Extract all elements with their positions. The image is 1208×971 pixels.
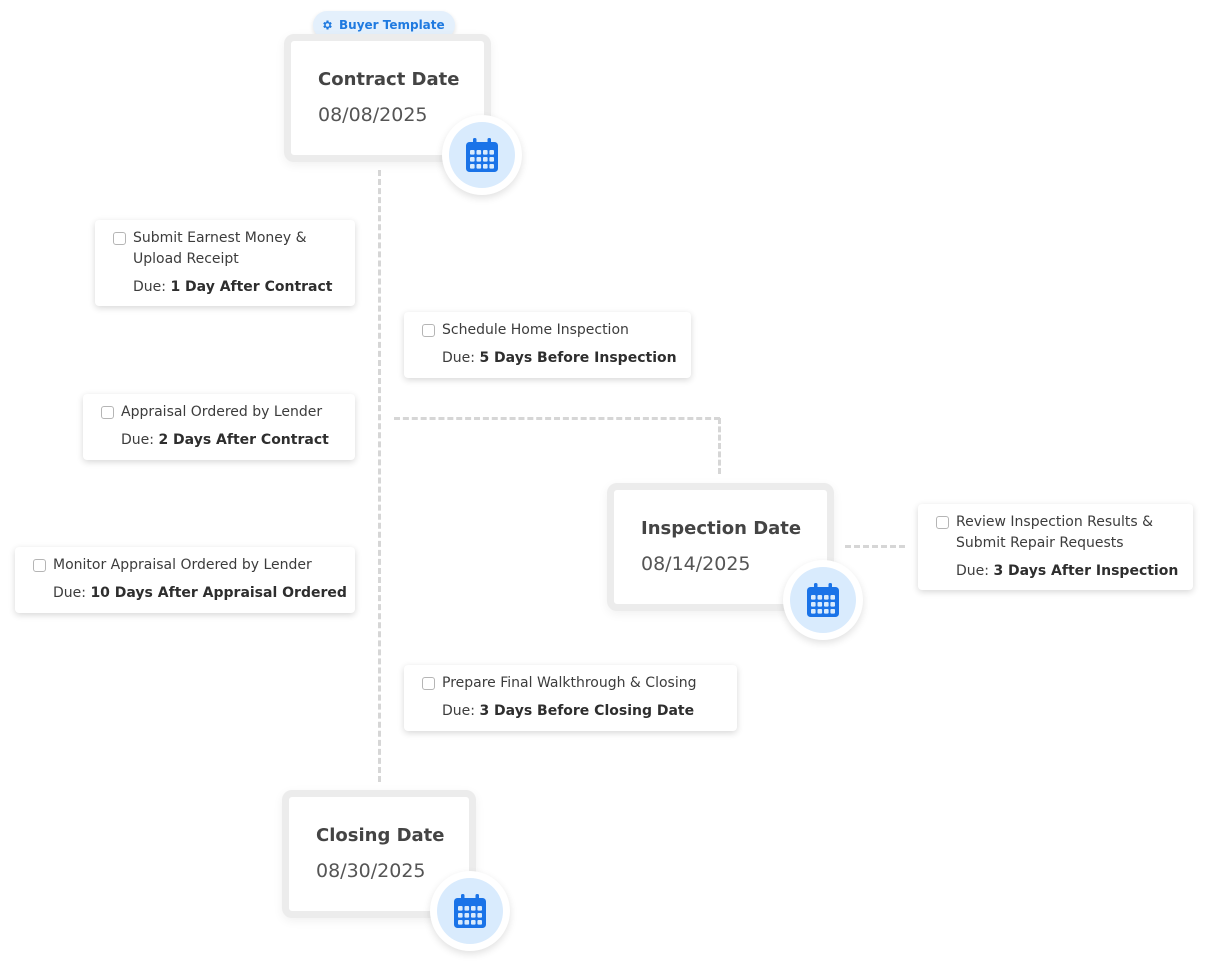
task-card-review-inspection[interactable]: Review Inspection Results & Submit Repai… — [918, 504, 1193, 590]
task-due: Due: 1 Day After Contract — [133, 279, 332, 295]
due-value: 3 Days Before Closing Date — [479, 703, 695, 719]
closing-date-node[interactable]: Closing Date 08/30/2025 — [282, 790, 476, 918]
task-due: Due: 2 Days After Contract — [121, 432, 329, 448]
inspection-branch-drop-connector — [718, 418, 721, 474]
task-label-line: Prepare Final Walkthrough & Closing — [442, 675, 697, 691]
task-label: Schedule Home Inspection — [442, 320, 629, 341]
due-prefix: Due: — [442, 350, 475, 366]
task-due: Due: 3 Days Before Closing Date — [442, 703, 694, 719]
task-label: Submit Earnest Money & Upload Receipt — [133, 228, 307, 270]
task-card-schedule-inspection[interactable]: Schedule Home Inspection Due: 5 Days Bef… — [404, 312, 691, 378]
due-value: 1 Day After Contract — [170, 279, 333, 295]
inspection-date-title: Inspection Date — [641, 518, 802, 539]
contract-date-title: Contract Date — [318, 69, 460, 90]
task-card-final-walkthrough[interactable]: Prepare Final Walkthrough & Closing Due:… — [404, 665, 737, 731]
task-card-appraisal-ordered[interactable]: Appraisal Ordered by Lender Due: 2 Days … — [83, 394, 355, 460]
inspection-date-calendar-button[interactable] — [783, 560, 863, 640]
closing-date-title: Closing Date — [316, 825, 445, 846]
inspection-task-connector — [845, 545, 905, 548]
task-label-line: Appraisal Ordered by Lender — [121, 404, 323, 420]
due-value: 10 Days After Appraisal Ordered — [90, 585, 347, 601]
task-label-line: Upload Receipt — [133, 251, 239, 267]
due-value: 5 Days Before Inspection — [479, 350, 677, 366]
calendar-icon — [454, 894, 486, 928]
task-checkbox[interactable] — [33, 559, 46, 572]
inspection-branch-connector — [394, 417, 720, 420]
task-label: Appraisal Ordered by Lender — [121, 402, 322, 423]
inspection-date-value: 08/14/2025 — [641, 553, 751, 575]
due-value: 3 Days After Inspection — [993, 563, 1179, 579]
task-due: Due: 3 Days After Inspection — [956, 563, 1178, 579]
task-card-monitor-appraisal[interactable]: Monitor Appraisal Ordered by Lender Due:… — [15, 547, 355, 613]
closing-date-calendar-button[interactable] — [430, 871, 510, 951]
task-checkbox[interactable] — [422, 677, 435, 690]
task-label: Monitor Appraisal Ordered by Lender — [53, 555, 312, 576]
closing-date-value: 08/30/2025 — [316, 860, 426, 882]
contract-date-value: 08/08/2025 — [318, 104, 428, 126]
task-label: Prepare Final Walkthrough & Closing — [442, 673, 696, 694]
task-card-earnest-money[interactable]: Submit Earnest Money & Upload Receipt Du… — [95, 220, 355, 306]
task-checkbox[interactable] — [101, 406, 114, 419]
task-checkbox[interactable] — [422, 324, 435, 337]
task-checkbox[interactable] — [936, 516, 949, 529]
task-label-line: Submit Earnest Money & — [133, 230, 307, 246]
due-value: 2 Days After Contract — [158, 432, 329, 448]
due-prefix: Due: — [53, 585, 86, 601]
task-due: Due: 10 Days After Appraisal Ordered — [53, 585, 347, 601]
task-label-line: Review Inspection Results & — [956, 514, 1154, 530]
due-prefix: Due: — [133, 279, 166, 295]
calendar-icon — [466, 138, 498, 172]
calendar-icon — [807, 583, 839, 617]
template-badge-label: Buyer Template — [339, 18, 445, 32]
task-due: Due: 5 Days Before Inspection — [442, 350, 677, 366]
task-label: Review Inspection Results & Submit Repai… — [956, 512, 1153, 554]
due-prefix: Due: — [956, 563, 989, 579]
timeline-main-connector — [378, 170, 381, 782]
due-prefix: Due: — [442, 703, 475, 719]
task-label-line: Submit Repair Requests — [956, 535, 1124, 551]
task-checkbox[interactable] — [113, 232, 126, 245]
due-prefix: Due: — [121, 432, 154, 448]
task-label-line: Monitor Appraisal Ordered by Lender — [53, 557, 312, 573]
contract-date-calendar-button[interactable] — [442, 115, 522, 195]
task-label-line: Schedule Home Inspection — [442, 322, 629, 338]
gear-icon — [323, 20, 332, 30]
